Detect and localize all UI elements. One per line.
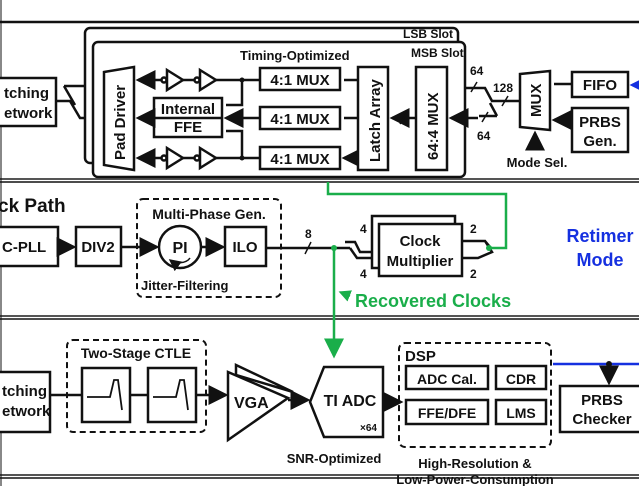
ffe-label: Internal: [161, 101, 215, 118]
ctle-group: [66, 339, 207, 433]
jitter-filtering-label: Jitter-Filtering: [141, 278, 228, 293]
lms: [494, 398, 548, 426]
vga: [226, 370, 291, 443]
lsb-slot-label: LSB Slot: [403, 27, 453, 41]
clock-multiplier-label: Clock: [400, 233, 442, 250]
msb-slot-label: MSB Slot: [411, 46, 464, 60]
ilo: [223, 225, 268, 268]
cdr: [494, 364, 548, 391]
ctle-stage-2: [146, 366, 198, 424]
tx-path: tching etwork LSB Slot MSB Slot Timing-O…: [0, 26, 639, 179]
clock-path-title: ck Path: [0, 196, 66, 217]
ffe-dfe-label: FFE/DFE: [418, 405, 476, 421]
prbs-generator: [570, 106, 630, 154]
width-2-label: 2: [470, 267, 477, 281]
mux-64-4-label: 64:4 MUX: [425, 92, 442, 160]
ilo-label: ILO: [233, 239, 258, 256]
adc-cal: [404, 364, 490, 391]
pi-label: PI: [172, 240, 187, 257]
mux41-group: 4:1 MUX 4:1 MUX 4:1 MUX: [258, 66, 342, 171]
retimer-mode-label: Mode: [577, 250, 624, 270]
width-64-label: 64: [477, 129, 491, 143]
width-64-label: 64: [470, 64, 484, 78]
snr-optimized-label: SNR-Optimized: [287, 451, 382, 466]
recovered-clocks-label: Recovered Clocks: [355, 291, 511, 311]
pad-driver-label: Pad Driver: [112, 85, 129, 160]
width-4-label: 4: [360, 222, 367, 236]
clock-path: ck Path C-PLL DIV2 Multi-Phase Gen. PI I…: [0, 182, 634, 359]
ti-adc-label: TI ADC: [324, 393, 377, 410]
prbs-checker-label: PRBS: [581, 392, 623, 409]
pad-driver: [102, 65, 136, 172]
adc-count-label: ×64: [360, 423, 377, 434]
clock-multiplier-label: Multiplier: [387, 253, 454, 270]
tx-matching-label: tching: [4, 85, 49, 102]
mux41-label: 4:1 MUX: [270, 111, 329, 128]
vga-label: VGA: [234, 395, 269, 412]
prbs-checker: [558, 384, 639, 434]
fifo: [570, 70, 630, 99]
timing-optimized-label: Timing-Optimized: [240, 48, 350, 63]
mux-64-4: [414, 65, 449, 172]
c-pll-label: C-PLL: [2, 239, 46, 256]
ffe-label: FFE: [174, 119, 202, 136]
div2: [74, 225, 123, 268]
rx-matching-label: tching: [2, 383, 47, 400]
latch-array-label: Latch Array: [367, 79, 384, 162]
rx-matching-network: [0, 370, 52, 434]
mux41-label: 4:1 MUX: [270, 151, 329, 168]
adc-cal-label: ADC Cal.: [417, 371, 477, 387]
tx-matching-label: etwork: [4, 105, 53, 122]
mux41-label: 4:1 MUX: [270, 72, 329, 89]
width-8-label: 8: [305, 227, 312, 241]
ctle-stage-1: [80, 366, 132, 424]
retimer-mode-label: Retimer: [566, 226, 633, 246]
prbs-gen-label: Gen.: [583, 133, 616, 150]
mode-sel-label: Mode Sel.: [507, 155, 568, 170]
ctle-label: Two-Stage CTLE: [81, 345, 191, 361]
ffe-dfe: [404, 398, 490, 426]
dsp-note: High-Resolution &: [418, 456, 531, 471]
div2-label: DIV2: [81, 239, 114, 256]
cdr-label: CDR: [506, 371, 536, 387]
fifo-label: FIFO: [583, 77, 617, 94]
lms-label: LMS: [506, 405, 536, 421]
mode-mux-label: MUX: [528, 84, 545, 117]
latch-array: [356, 65, 390, 172]
dsp-note: Low-Power-Consumption: [396, 472, 553, 486]
rx-path: tching etwork Two-Stage CTLE VGA TI ADC …: [0, 339, 639, 486]
prbs-gen-label: PRBS: [579, 114, 621, 131]
dsp-label: DSP: [405, 348, 436, 365]
prbs-checker-label: Checker: [572, 411, 631, 428]
dsp-group: [398, 342, 552, 448]
ti-adc: [308, 365, 385, 439]
width-128-label: 128: [493, 81, 513, 95]
multi-phase-gen-label: Multi-Phase Gen.: [152, 206, 266, 222]
rx-matching-label: etwork: [2, 403, 51, 420]
clock-multiplier: [377, 222, 464, 278]
width-2-label: 2: [470, 222, 477, 236]
retimer-clock-line: [326, 182, 508, 250]
c-pll: [0, 225, 60, 268]
width-4-label: 4: [360, 267, 367, 281]
